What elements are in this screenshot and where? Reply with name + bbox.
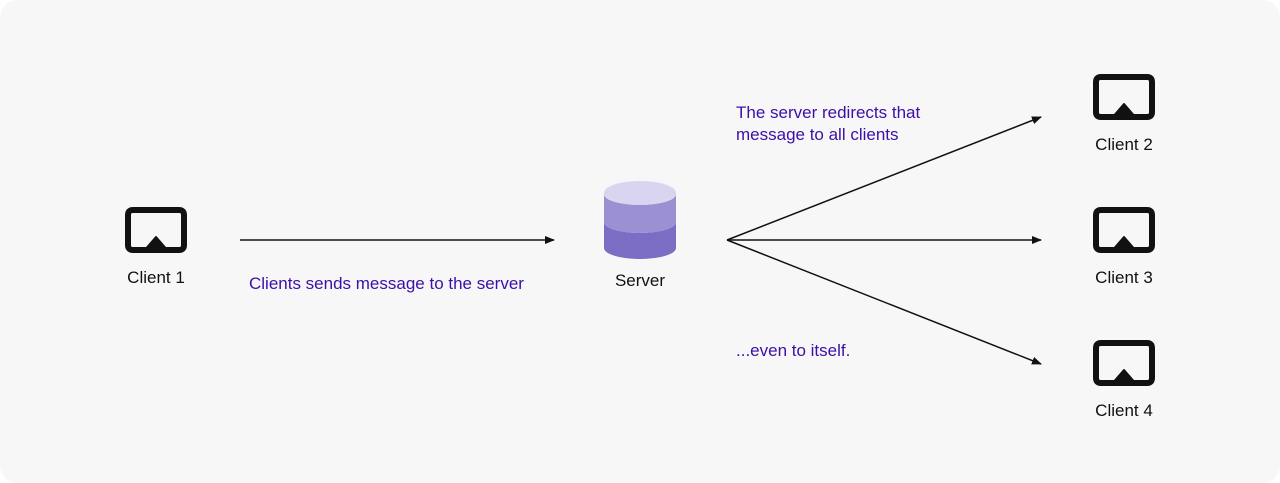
airplay-display-icon [1093, 74, 1155, 120]
redirect-annotation: The server redirects that message to all… [736, 102, 920, 146]
arrow-server-to-client2 [726, 116, 1042, 241]
client-2-node: Client 2 [1064, 73, 1184, 155]
airplay-display-icon [125, 207, 187, 253]
client-1-node: Client 1 [96, 206, 216, 288]
redirect-annotation-line-1: The server redirects that [736, 103, 921, 122]
client-3-label: Client 3 [1095, 268, 1153, 287]
client-4-node: Client 4 [1064, 339, 1184, 421]
airplay-display-icon [1093, 207, 1155, 253]
arrow-server-to-client4 [726, 239, 1042, 365]
client-3-node: Client 3 [1064, 206, 1184, 288]
database-icon [604, 181, 676, 259]
client-4-label: Client 4 [1095, 401, 1153, 420]
send-annotation: Clients sends message to the server [249, 274, 524, 293]
server-label: Server [614, 271, 666, 290]
client-1-label: Client 1 [127, 268, 185, 287]
redirect-annotation-line-2: message to all clients [736, 125, 899, 144]
airplay-display-icon [1093, 340, 1155, 386]
itself-annotation: ...even to itself. [736, 341, 851, 360]
client-2-label: Client 2 [1095, 135, 1153, 154]
server-node: Server [580, 178, 700, 291]
